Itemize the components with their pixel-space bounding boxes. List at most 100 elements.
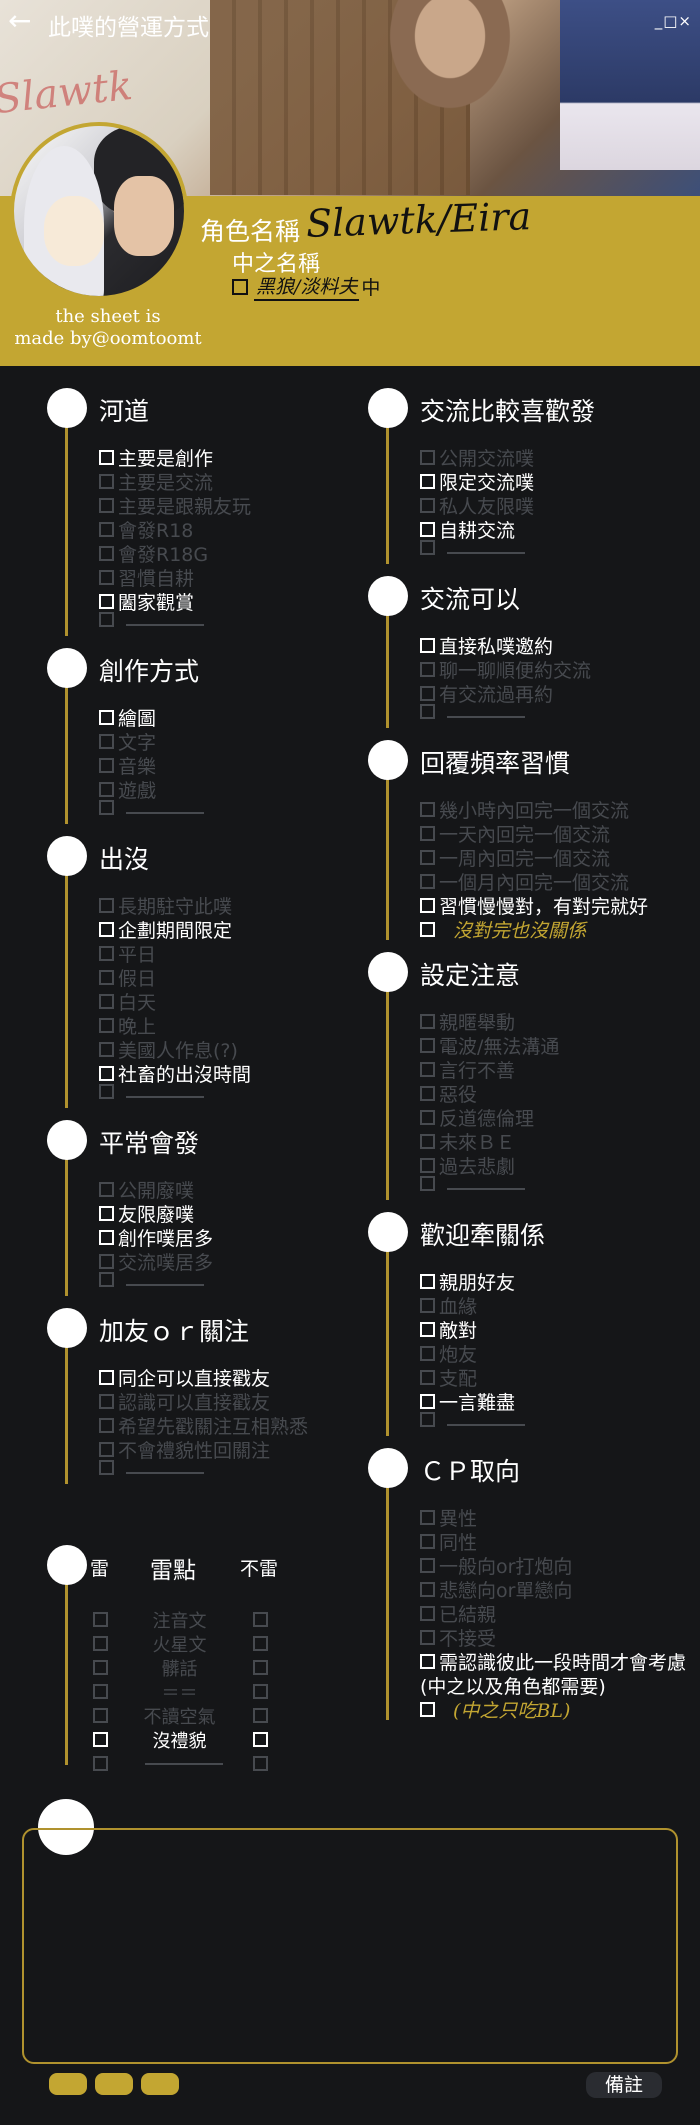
checkbox-option[interactable]: 未來ＢＥ — [420, 1128, 515, 1155]
checkbox-icon[interactable] — [232, 278, 248, 295]
checkbox-icon[interactable] — [420, 686, 435, 701]
lei-left-checkbox-icon[interactable] — [93, 1612, 108, 1627]
checkbox-icon[interactable] — [420, 1062, 435, 1077]
lei-right-checkbox-icon[interactable] — [253, 1636, 268, 1651]
checkbox-option[interactable]: 企劃期間限定 — [99, 916, 232, 943]
checkbox-icon[interactable] — [420, 474, 435, 489]
checkbox-icon[interactable] — [99, 782, 114, 797]
back-arrow-icon[interactable]: ← — [8, 4, 32, 37]
lei-row[interactable]: 髒話 — [93, 1657, 293, 1680]
lei-left-checkbox-icon[interactable] — [93, 1708, 108, 1723]
checkbox-icon[interactable] — [420, 704, 435, 719]
lei-row[interactable]: 沒禮貌 — [93, 1729, 293, 1752]
checkbox-icon[interactable] — [420, 1176, 435, 1191]
checkbox-icon[interactable] — [99, 612, 114, 627]
checkbox-icon[interactable] — [99, 922, 114, 937]
checkbox-icon[interactable] — [420, 1274, 435, 1289]
checkbox-option[interactable]: 晚上 — [99, 1012, 156, 1039]
lei-left-checkbox-icon[interactable] — [93, 1660, 108, 1675]
checkbox-icon[interactable] — [420, 662, 435, 677]
checkbox-icon[interactable] — [99, 710, 114, 725]
checkbox-option[interactable]: 電波/無法溝通 — [420, 1032, 559, 1059]
checkbox-option[interactable]: 主要是創作 — [99, 444, 213, 471]
checkbox-icon[interactable] — [420, 1346, 435, 1361]
checkbox-icon[interactable] — [99, 1042, 114, 1057]
checkbox-option[interactable]: 沒對完也沒關係 — [420, 916, 586, 943]
lei-row[interactable]: 火星文 — [93, 1633, 293, 1656]
checkbox-option[interactable]: 音樂 — [99, 752, 156, 779]
checkbox-icon[interactable] — [420, 1394, 435, 1409]
checkbox-option[interactable]: 交流噗居多 — [99, 1248, 213, 1275]
checkbox-icon[interactable] — [420, 1702, 435, 1717]
lei-left-checkbox-icon[interactable] — [93, 1732, 108, 1747]
checkbox-icon[interactable] — [420, 1298, 435, 1313]
notes-box[interactable] — [22, 1828, 678, 2064]
checkbox-icon[interactable] — [420, 1134, 435, 1149]
checkbox-option[interactable]: 美國人作息(?) — [99, 1036, 238, 1063]
checkbox-option[interactable]: 一天內回完一個交流 — [420, 820, 610, 847]
checkbox-icon[interactable] — [99, 1084, 114, 1099]
checkbox-option[interactable]: 需認識彼此一段時間才會考慮 — [420, 1648, 686, 1675]
checkbox-option[interactable]: (中之以及角色都需要) — [420, 1672, 606, 1699]
blank-option[interactable] — [99, 1460, 204, 1475]
checkbox-icon[interactable] — [99, 1442, 114, 1457]
blank-option[interactable] — [99, 1272, 204, 1287]
checkbox-option[interactable]: 已結親 — [420, 1600, 496, 1627]
notes-tab-2[interactable] — [95, 2073, 133, 2095]
checkbox-option[interactable]: 過去悲劇 — [420, 1152, 515, 1179]
checkbox-option[interactable]: 公開交流噗 — [420, 444, 534, 471]
checkbox-icon[interactable] — [420, 498, 435, 513]
checkbox-option[interactable]: 文字 — [99, 728, 156, 755]
window-controls[interactable]: _□× — [654, 12, 692, 30]
blank-option[interactable] — [420, 1412, 525, 1427]
checkbox-option[interactable]: 一般向or打炮向 — [420, 1552, 572, 1579]
lei-right-checkbox-icon[interactable] — [253, 1660, 268, 1675]
lei-left-checkbox-icon[interactable] — [93, 1756, 108, 1771]
checkbox-option[interactable]: 一言難盡 — [420, 1388, 515, 1415]
checkbox-option[interactable]: 同性 — [420, 1528, 477, 1555]
lei-blank-row[interactable] — [93, 1753, 293, 1773]
blank-option[interactable] — [420, 704, 525, 719]
checkbox-option[interactable]: 不接受 — [420, 1624, 496, 1651]
lei-right-checkbox-icon[interactable] — [253, 1684, 268, 1699]
checkbox-icon[interactable] — [420, 802, 435, 817]
checkbox-icon[interactable] — [99, 498, 114, 513]
checkbox-icon[interactable] — [99, 570, 114, 585]
checkbox-option[interactable]: 異性 — [420, 1504, 477, 1531]
checkbox-option[interactable]: 限定交流噗 — [420, 468, 534, 495]
checkbox-option[interactable]: 不會禮貌性回關注 — [99, 1436, 270, 1463]
checkbox-option[interactable]: 白天 — [99, 988, 156, 1015]
checkbox-icon[interactable] — [99, 800, 114, 815]
checkbox-option[interactable]: (中之只吃BL) — [420, 1696, 570, 1723]
checkbox-icon[interactable] — [420, 1606, 435, 1621]
checkbox-option[interactable]: 遊戲 — [99, 776, 156, 803]
notes-tab-3[interactable] — [141, 2073, 179, 2095]
checkbox-icon[interactable] — [99, 1182, 114, 1197]
checkbox-option[interactable]: 悲戀向or單戀向 — [420, 1576, 572, 1603]
lei-row[interactable]: 注音文 — [93, 1609, 293, 1632]
checkbox-option[interactable]: 長期駐守此噗 — [99, 892, 232, 919]
checkbox-option[interactable]: 敵對 — [420, 1316, 477, 1343]
checkbox-option[interactable]: 反道德倫理 — [420, 1104, 534, 1131]
checkbox-icon[interactable] — [420, 638, 435, 653]
checkbox-icon[interactable] — [99, 1394, 114, 1409]
blank-option[interactable] — [99, 1084, 204, 1099]
checkbox-icon[interactable] — [420, 1582, 435, 1597]
checkbox-option[interactable]: 平日 — [99, 940, 156, 967]
checkbox-icon[interactable] — [420, 1086, 435, 1101]
checkbox-icon[interactable] — [420, 850, 435, 865]
checkbox-icon[interactable] — [420, 1558, 435, 1573]
checkbox-option[interactable]: 會發R18G — [99, 540, 208, 567]
checkbox-option[interactable]: 自耕交流 — [420, 516, 515, 543]
checkbox-icon[interactable] — [99, 522, 114, 537]
checkbox-icon[interactable] — [420, 1322, 435, 1337]
checkbox-option[interactable]: 一周內回完一個交流 — [420, 844, 610, 871]
checkbox-option[interactable]: 友限廢噗 — [99, 1200, 194, 1227]
checkbox-icon[interactable] — [99, 734, 114, 749]
checkbox-option[interactable]: 主要是交流 — [99, 468, 213, 495]
lei-right-checkbox-icon[interactable] — [253, 1756, 268, 1771]
checkbox-option[interactable]: 私人友限噗 — [420, 492, 534, 519]
checkbox-option[interactable]: 血緣 — [420, 1292, 477, 1319]
checkbox-icon[interactable] — [420, 922, 435, 937]
checkbox-icon[interactable] — [420, 1510, 435, 1525]
